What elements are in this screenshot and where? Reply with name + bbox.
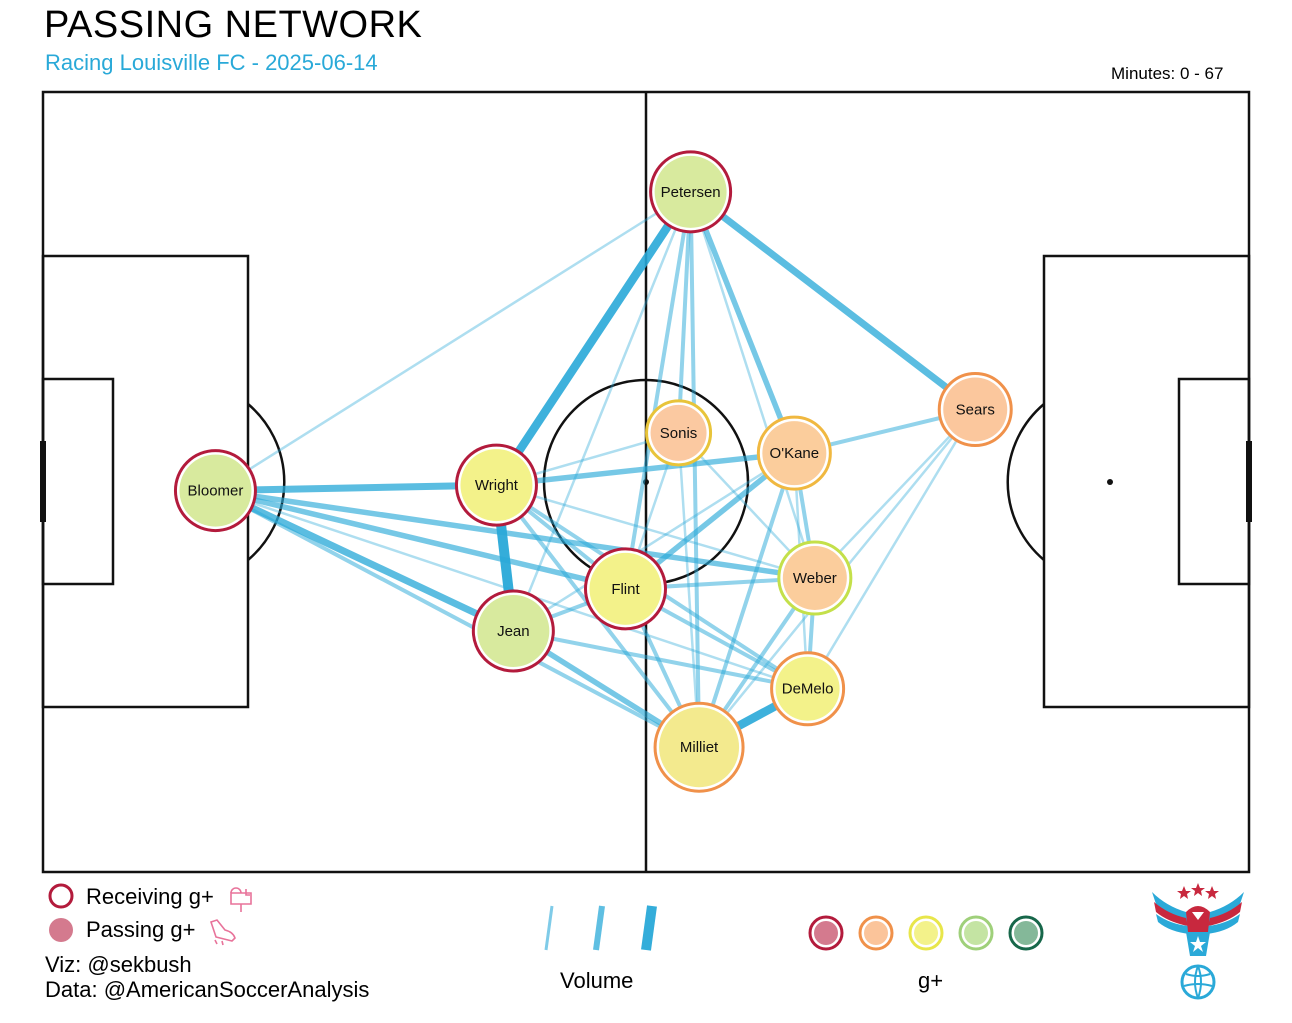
- gplus-legend: [808, 915, 1044, 951]
- player-node: Sonis: [645, 399, 713, 467]
- pass-edge: [493, 450, 798, 488]
- passing-fill: [477, 594, 550, 667]
- player-name: Petersen: [661, 184, 721, 201]
- pass-edge: [677, 431, 701, 749]
- player-node: Weber: [777, 540, 853, 616]
- player-node: Wright: [454, 443, 538, 527]
- pass-edge: [512, 451, 796, 633]
- pass-edge: [213, 488, 702, 750]
- gplus-legend-swatch: [964, 921, 988, 945]
- legend-passing-marker: [49, 918, 73, 942]
- player-node: Bloomer: [173, 449, 257, 533]
- passing-fill: [943, 377, 1008, 442]
- passing-fill: [775, 656, 840, 721]
- player-node: Sears: [937, 371, 1013, 447]
- chart-subtitle: Racing Louisville FC - 2025-06-14: [45, 50, 378, 75]
- legend-receiving-marker: [48, 883, 74, 909]
- pass-edge: [495, 483, 817, 580]
- pass-edge: [492, 187, 695, 490]
- left-penalty-arc: [247, 403, 286, 561]
- viz-credit: Viz: @sekbush: [45, 952, 192, 977]
- passing-fill: [179, 454, 252, 527]
- player-name: Weber: [793, 570, 837, 587]
- player-name: Bloomer: [188, 483, 244, 500]
- data-credit: Data: @AmericanSoccerAnalysis: [45, 977, 370, 1002]
- pass-edge: [813, 408, 977, 580]
- passing-fill: [659, 707, 740, 788]
- volume-legend-stroke: [593, 905, 605, 951]
- pass-edge: [689, 190, 817, 580]
- pass-edge: [623, 189, 693, 591]
- player-name: Sonis: [660, 425, 698, 442]
- pass-edge: [687, 188, 979, 413]
- gplus-legend-swatch: [814, 921, 838, 945]
- eagle-logo-icon: [1152, 883, 1244, 1000]
- gplus-legend-swatch: [1014, 921, 1038, 945]
- player-name: DeMelo: [782, 681, 834, 698]
- legend-passing-label: Passing g+: [86, 917, 196, 942]
- player-node: DeMelo: [770, 651, 846, 727]
- volume-legend-stroke: [544, 905, 554, 951]
- right-goal-box: [1177, 377, 1251, 586]
- player-node: O'Kane: [756, 415, 832, 491]
- pass-edge: [212, 487, 818, 581]
- volume-legend: [544, 905, 657, 951]
- passing-fill: [782, 545, 847, 610]
- player-node: Jean: [471, 589, 555, 673]
- pass-edge: [211, 481, 500, 495]
- minutes-range: Minutes: 0 - 67: [1111, 64, 1224, 83]
- pass-edge: [214, 190, 692, 492]
- pass-edge: [211, 487, 517, 635]
- left-goal-box: [41, 377, 115, 586]
- right-penalty-box: [1042, 254, 1251, 709]
- volume-legend-label: Volume: [560, 968, 634, 993]
- pass-edge: [687, 189, 798, 456]
- passing-fill: [762, 421, 827, 486]
- right-penalty-arc: [1006, 403, 1045, 561]
- pass-edge: [512, 190, 692, 633]
- player-name: Wright: [475, 477, 519, 494]
- pass-edge: [806, 408, 977, 690]
- pass-edge: [697, 451, 797, 750]
- boot-icon: [209, 919, 236, 946]
- player-name: O'Kane: [770, 445, 820, 462]
- passing-fill: [589, 552, 662, 625]
- pass-edges: [211, 187, 979, 752]
- gplus-legend-swatch: [914, 921, 938, 945]
- chart-title: PASSING NETWORK: [44, 4, 423, 46]
- gplus-legend-label: g+: [918, 968, 944, 993]
- player-node: Petersen: [649, 150, 733, 234]
- passing-fill: [654, 155, 727, 228]
- legend-receiving-label: Receiving g+: [86, 884, 214, 909]
- player-name: Jean: [497, 623, 530, 640]
- passing-fill: [650, 404, 707, 461]
- player-node: Milliet: [653, 701, 745, 793]
- player-name: Sears: [956, 401, 995, 418]
- player-name: Flint: [611, 581, 640, 598]
- pass-edge: [212, 487, 629, 592]
- player-name: Milliet: [680, 739, 719, 756]
- mailbox-icon: [230, 887, 252, 912]
- volume-legend-stroke: [641, 905, 657, 951]
- pass-edge: [688, 189, 702, 750]
- passing-fill: [460, 449, 533, 522]
- right-penalty-spot: [1107, 479, 1113, 485]
- gplus-legend-swatch: [864, 921, 888, 945]
- player-node: Flint: [583, 547, 667, 631]
